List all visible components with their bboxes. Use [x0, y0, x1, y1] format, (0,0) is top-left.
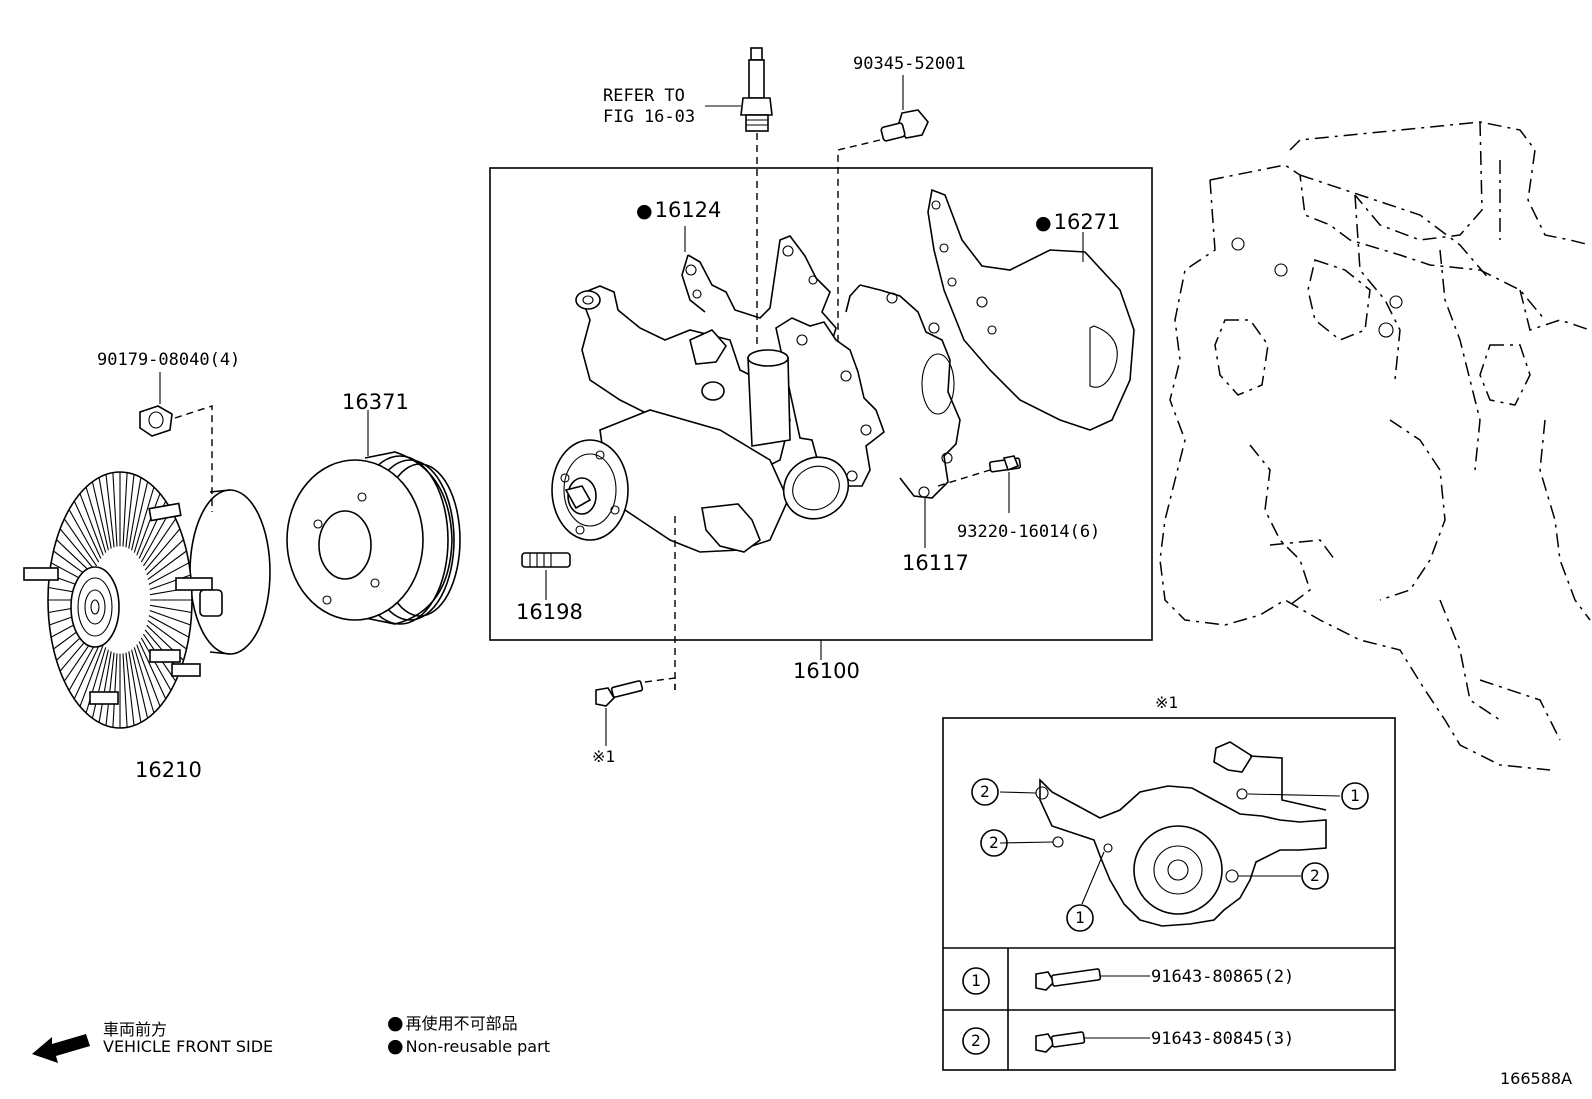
fan-fin	[150, 604, 192, 614]
fan-fin	[133, 647, 155, 714]
fan-fin	[144, 528, 181, 571]
figure-id: 166588A	[1500, 1069, 1573, 1088]
label-90179-08040: 90179-08040(4)	[97, 350, 241, 370]
plate-16271	[927, 188, 1135, 431]
fan-fin	[112, 653, 118, 728]
fan-fin	[125, 652, 135, 726]
callout-1-a-num: 1	[1350, 786, 1360, 805]
fan-fin	[98, 651, 112, 723]
label-91643-80865: 91643-80865(2)	[1151, 967, 1295, 987]
fan-fin	[98, 477, 112, 549]
water-pump-body	[551, 285, 885, 690]
stud-16198	[521, 552, 571, 600]
legend-front-en: VEHICLE FRONT SIDE	[103, 1037, 274, 1056]
bolt-note-1	[595, 677, 676, 746]
fan-fin	[128, 477, 142, 549]
fan-fin	[136, 644, 161, 707]
fan-fin	[148, 615, 190, 638]
label-16124: 16124	[636, 200, 722, 221]
callout-2-a-num: 2	[980, 782, 990, 801]
fan-fin	[128, 651, 142, 723]
gasket-16117	[845, 284, 1022, 548]
fan-fin	[59, 528, 96, 571]
fan-fin	[138, 641, 167, 700]
fan-fin	[105, 474, 115, 548]
legend-front-jp: 車両前方	[103, 1020, 168, 1039]
label-16100: 16100	[793, 659, 860, 683]
callout-2-b-num: 2	[989, 833, 999, 852]
vehicle-front-arrow	[32, 1034, 90, 1063]
fan-fin	[148, 562, 190, 585]
row1-circle	[962, 967, 990, 995]
fan-fin	[131, 649, 149, 719]
nut-90179-08040	[139, 372, 213, 512]
gasket-16124	[681, 226, 837, 349]
label-93220-16014: 93220-16014(6)	[957, 522, 1101, 542]
callout-2-a	[971, 778, 999, 806]
legend-nonreuse-en: Non-reusable part	[387, 1035, 550, 1057]
plug-90345-52001	[837, 75, 929, 438]
fan-fin	[147, 550, 187, 580]
bolt-91643-80865	[1035, 968, 1150, 991]
fan-fin	[105, 652, 115, 726]
fan-fin	[68, 509, 100, 563]
label-16371: 16371	[342, 390, 409, 414]
note-mark-box: ※1	[1155, 693, 1179, 712]
detail-box	[942, 717, 1396, 1071]
fan-fin	[91, 649, 109, 719]
fan-fin	[125, 474, 135, 548]
label-91643-80845: 91643-80845(3)	[1151, 1029, 1295, 1049]
fan-fin	[122, 472, 128, 547]
fan-fin	[142, 518, 177, 567]
fan-fin	[91, 481, 109, 551]
row1-num: 1	[971, 971, 981, 990]
refer-line-1: REFER TO	[603, 86, 685, 106]
fan-fin	[149, 609, 191, 626]
row2-num: 2	[971, 1031, 981, 1050]
fan-fin	[122, 653, 128, 728]
bolt-91643-80845	[1035, 1031, 1150, 1053]
callout-2-b	[980, 829, 1008, 857]
legend-nonreuse-jp: 再使用不可部品	[387, 1010, 518, 1034]
label-16198: 16198	[516, 600, 583, 624]
detail-pump-outline	[999, 741, 1341, 927]
fan-fin	[140, 637, 172, 691]
callout-1-a	[1341, 782, 1369, 810]
fan-fin	[85, 486, 107, 553]
fan-fin	[133, 486, 155, 553]
callout-1-b-num: 1	[1075, 908, 1085, 927]
fan-fin	[79, 493, 104, 556]
fan-fin	[146, 539, 184, 576]
sensor-refer-fig-16-03	[705, 47, 773, 345]
callout-1-b	[1066, 904, 1094, 932]
fan-fin	[73, 500, 102, 559]
pulley-16371	[286, 410, 461, 625]
fan-clutch-16210	[23, 471, 271, 729]
fan-fin	[136, 493, 161, 556]
fan-fin	[79, 644, 104, 707]
label-90345-52001: 90345-52001	[853, 54, 966, 74]
label-16117: 16117	[902, 551, 969, 575]
callout-2-c	[1301, 862, 1329, 890]
fan-fin	[73, 641, 102, 700]
note-mark-left: ※1	[592, 747, 616, 766]
row2-circle	[962, 1027, 990, 1055]
fan-fin	[131, 481, 149, 551]
refer-line-2: FIG 16-03	[603, 107, 696, 127]
callout-2-c-num: 2	[1310, 866, 1320, 885]
label-16210: 16210	[135, 758, 202, 782]
label-16271: 16271	[1035, 212, 1121, 233]
fan-fin	[147, 620, 187, 650]
engine-block-outline	[1159, 121, 1591, 771]
fan-fin	[63, 518, 98, 567]
fan-fin	[112, 472, 118, 547]
